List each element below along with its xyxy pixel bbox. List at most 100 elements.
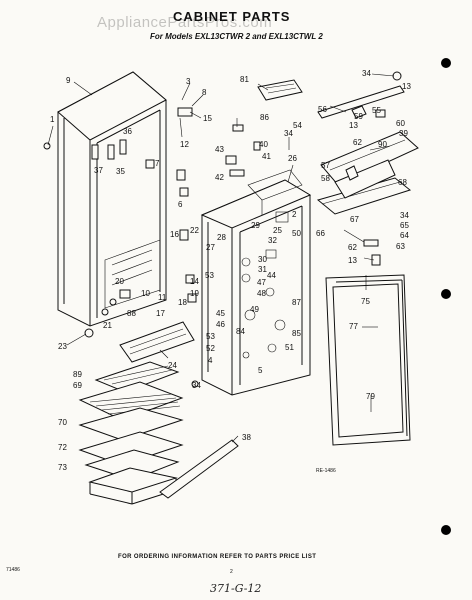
callout-67: 67 bbox=[350, 215, 359, 224]
binder-hole-middle bbox=[441, 289, 451, 299]
callout-23: 23 bbox=[58, 342, 67, 351]
callout-3: 9 bbox=[66, 76, 71, 85]
callout-16: 16 bbox=[170, 230, 179, 239]
callout-77: 77 bbox=[349, 322, 358, 331]
callout-86: 86 bbox=[260, 113, 269, 122]
callout-30: 30 bbox=[258, 255, 267, 264]
callout-13-top: 13 bbox=[402, 82, 411, 91]
callout-18: 18 bbox=[178, 298, 187, 307]
cabinet-shell bbox=[57, 71, 167, 327]
watermark: AppliancePartsPros.com bbox=[97, 14, 272, 31]
callout-46: 46 bbox=[216, 320, 225, 329]
callout-64: 64 bbox=[400, 231, 409, 240]
callout-37: 37 bbox=[94, 166, 103, 175]
page-subtitle: For Models EXL13CTWR 2 and EXL13CTWL 2 bbox=[150, 32, 323, 41]
callout-73: 73 bbox=[58, 463, 67, 472]
callout-13-mid: 13 bbox=[349, 121, 358, 130]
callout-51: 51 bbox=[285, 343, 294, 352]
door-gasket bbox=[325, 274, 411, 446]
callout-38: 38 bbox=[242, 433, 251, 442]
callout-34-upper: 34 bbox=[284, 129, 293, 138]
callout-88: 88 bbox=[127, 309, 136, 318]
callout-labels: 9 1 3 8 15 12 36 37 35 7 6 16 22 20 21 1… bbox=[50, 69, 411, 472]
callout-8: 8 bbox=[202, 88, 207, 97]
callout-63: 63 bbox=[396, 242, 405, 251]
callout-69: 69 bbox=[73, 381, 82, 390]
binder-hole-bottom bbox=[441, 525, 451, 535]
evaporator-tray bbox=[257, 79, 303, 101]
callout-75: 75 bbox=[361, 297, 370, 306]
callout-70: 70 bbox=[58, 418, 67, 427]
callout-45: 45 bbox=[216, 309, 225, 318]
callout-15: 15 bbox=[203, 114, 212, 123]
callout-68: 68 bbox=[398, 178, 407, 187]
crisper-cover-assembly bbox=[316, 131, 419, 215]
callout-22: 22 bbox=[190, 226, 199, 235]
callout-7: 7 bbox=[155, 159, 160, 168]
leader-lines bbox=[47, 73, 395, 443]
callout-58: 58 bbox=[321, 174, 330, 183]
callout-6: 6 bbox=[178, 200, 183, 209]
callout-72: 72 bbox=[58, 443, 67, 452]
callout-29: 29 bbox=[251, 221, 260, 230]
callout-20: 20 bbox=[115, 277, 124, 286]
bottom-trim-strip bbox=[159, 439, 239, 499]
crisper-glass bbox=[78, 407, 184, 441]
callout-27: 27 bbox=[206, 243, 215, 252]
callout-62-lower: 62 bbox=[348, 243, 357, 252]
callout-34-lower: 34 bbox=[192, 381, 201, 390]
callout-40: 40 bbox=[259, 140, 268, 149]
inner-liner bbox=[200, 169, 312, 396]
callout-53-upper: 53 bbox=[205, 271, 214, 280]
callout-48: 48 bbox=[257, 289, 266, 298]
callout-11: 11 bbox=[158, 293, 167, 302]
callout-21: 21 bbox=[103, 321, 112, 330]
callout-89: 89 bbox=[73, 370, 82, 379]
callout-60: 60 bbox=[396, 119, 405, 128]
callout-57: 57 bbox=[321, 161, 330, 170]
callout-36: 36 bbox=[123, 127, 132, 136]
wire-shelf-upper bbox=[94, 361, 180, 393]
callout-59: 59 bbox=[354, 112, 363, 121]
callout-34-right: 34 bbox=[400, 211, 409, 220]
meat-keeper-shelf bbox=[119, 321, 195, 363]
callout-4: 4 bbox=[208, 356, 213, 365]
callout-55: 55 bbox=[372, 106, 381, 115]
page-number: 2 bbox=[230, 569, 233, 575]
callout-31: 31 bbox=[258, 265, 267, 274]
callout-85: 85 bbox=[292, 329, 301, 338]
callout-90: 90 bbox=[378, 140, 387, 149]
callout-9: 3 bbox=[186, 77, 191, 86]
callout-19: 19 bbox=[190, 289, 199, 298]
callout-26: 26 bbox=[288, 154, 297, 163]
callout-25: 25 bbox=[273, 226, 282, 235]
callout-52: 52 bbox=[206, 344, 215, 353]
callout-50: 50 bbox=[292, 229, 301, 238]
callout-53-lower: 53 bbox=[206, 332, 215, 341]
callout-17: 17 bbox=[156, 309, 165, 318]
callout-54: 54 bbox=[293, 121, 302, 130]
callout-32: 32 bbox=[268, 236, 277, 245]
callout-2: 2 bbox=[292, 210, 297, 219]
page-title: CABINET PARTS bbox=[173, 9, 290, 24]
callout-43: 43 bbox=[215, 145, 224, 154]
callout-81: 81 bbox=[240, 75, 249, 84]
callout-28: 28 bbox=[217, 233, 226, 242]
callout-49: 49 bbox=[250, 305, 259, 314]
callout-84: 84 bbox=[236, 327, 245, 336]
callout-12: 12 bbox=[180, 140, 189, 149]
callout-34-top: 34 bbox=[362, 69, 371, 78]
callout-62-upper: 62 bbox=[353, 138, 362, 147]
callout-79: 79 bbox=[366, 392, 375, 401]
ordering-note: FOR ORDERING INFORMATION REFER TO PARTS … bbox=[118, 554, 316, 560]
callout-42: 42 bbox=[215, 173, 224, 182]
callout-39: 39 bbox=[399, 129, 408, 138]
callout-44: 44 bbox=[267, 271, 276, 280]
callout-10: 10 bbox=[141, 289, 150, 298]
callout-14: 14 bbox=[190, 277, 199, 286]
callout-65: 65 bbox=[400, 221, 409, 230]
callout-41: 41 bbox=[262, 152, 271, 161]
crisper-drawers bbox=[78, 431, 184, 505]
